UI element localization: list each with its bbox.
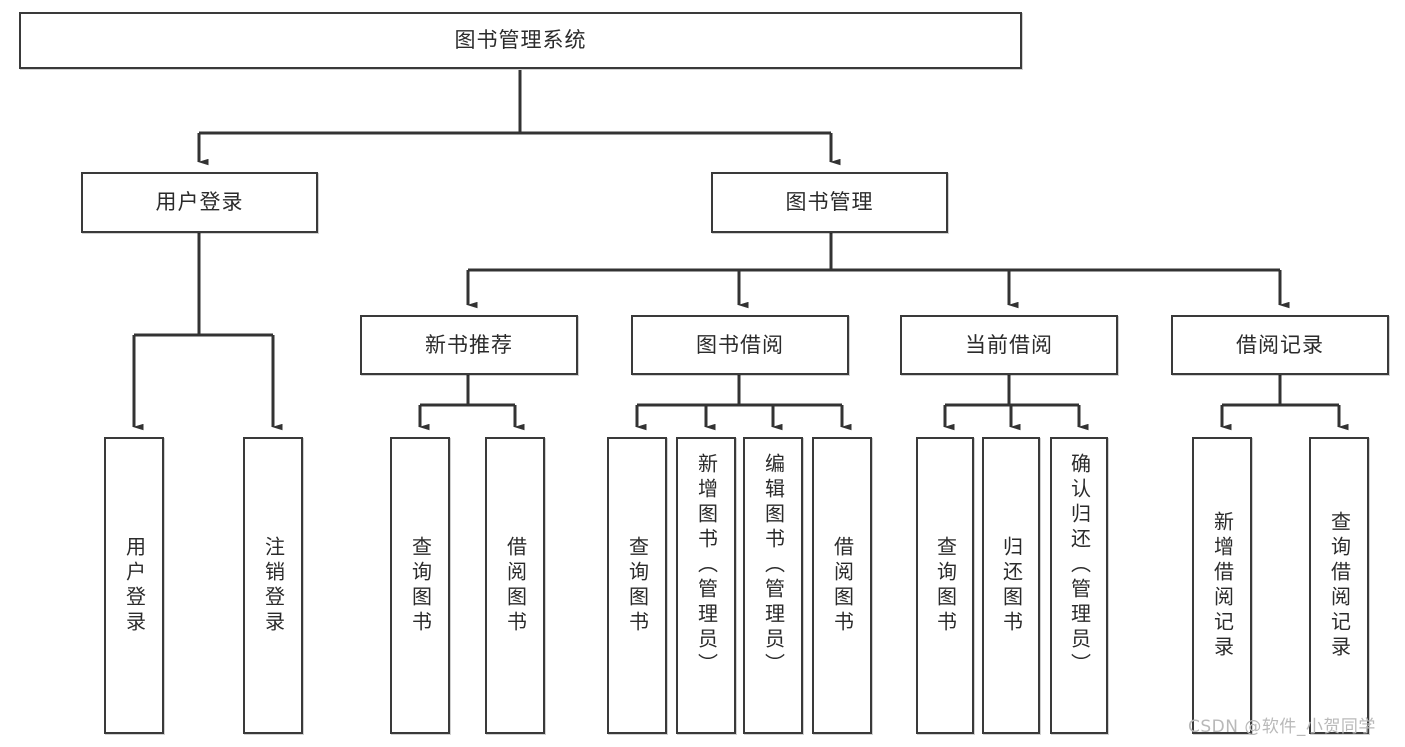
- node-label: 借阅图书: [830, 535, 855, 636]
- node-label: 当前借阅: [965, 332, 1053, 357]
- node-label: 新增图书（管理员）: [694, 453, 719, 678]
- node-label: 借阅记录: [1236, 332, 1324, 357]
- node-label: 用户登录: [122, 535, 147, 636]
- node-new-book-recommend[interactable]: 新书推荐: [360, 315, 578, 375]
- node-label: 编辑图书（管理员）: [761, 453, 786, 678]
- node-label: 查询图书: [933, 535, 958, 636]
- node-label: 注销登录: [261, 535, 286, 636]
- node-label: 归还图书: [999, 535, 1024, 636]
- node-label: 图书借阅: [696, 332, 784, 357]
- node-leaf-query-borrow-record[interactable]: 查询借阅记录: [1309, 437, 1369, 734]
- node-leaf-confirm-return-admin[interactable]: 确认归还（管理员）: [1050, 437, 1108, 734]
- node-label: 图书管理系统: [454, 28, 587, 53]
- node-book-borrow[interactable]: 图书借阅: [631, 315, 849, 375]
- node-book-management[interactable]: 图书管理: [711, 172, 948, 233]
- node-leaf-query-book-current[interactable]: 查询图书: [916, 437, 974, 734]
- node-label: 用户登录: [155, 190, 244, 215]
- node-borrow-record[interactable]: 借阅记录: [1171, 315, 1389, 375]
- node-label: 查询图书: [625, 535, 650, 636]
- node-label: 新增借阅记录: [1210, 510, 1235, 661]
- node-leaf-borrow-book-recommend[interactable]: 借阅图书: [485, 437, 545, 734]
- node-leaf-logout[interactable]: 注销登录: [243, 437, 303, 734]
- node-leaf-user-login[interactable]: 用户登录: [104, 437, 164, 734]
- node-leaf-add-borrow-record[interactable]: 新增借阅记录: [1192, 437, 1252, 734]
- node-root-book-management-system[interactable]: 图书管理系统: [19, 12, 1022, 69]
- node-label: 图书管理: [785, 190, 874, 215]
- node-label: 借阅图书: [503, 535, 528, 636]
- node-leaf-borrow-book[interactable]: 借阅图书: [812, 437, 872, 734]
- node-label: 查询图书: [408, 535, 433, 636]
- node-label: 查询借阅记录: [1327, 510, 1352, 661]
- node-leaf-return-book[interactable]: 归还图书: [982, 437, 1040, 734]
- node-label: 确认归还（管理员）: [1067, 453, 1092, 678]
- watermark: CSDN @软件_小贺同学: [1188, 717, 1376, 737]
- node-label: 新书推荐: [425, 332, 513, 357]
- node-user-login[interactable]: 用户登录: [81, 172, 318, 233]
- node-leaf-query-book[interactable]: 查询图书: [607, 437, 667, 734]
- node-current-borrow[interactable]: 当前借阅: [900, 315, 1118, 375]
- node-leaf-edit-book-admin[interactable]: 编辑图书（管理员）: [743, 437, 803, 734]
- node-leaf-add-book-admin[interactable]: 新增图书（管理员）: [676, 437, 736, 734]
- node-leaf-query-book-recommend[interactable]: 查询图书: [390, 437, 450, 734]
